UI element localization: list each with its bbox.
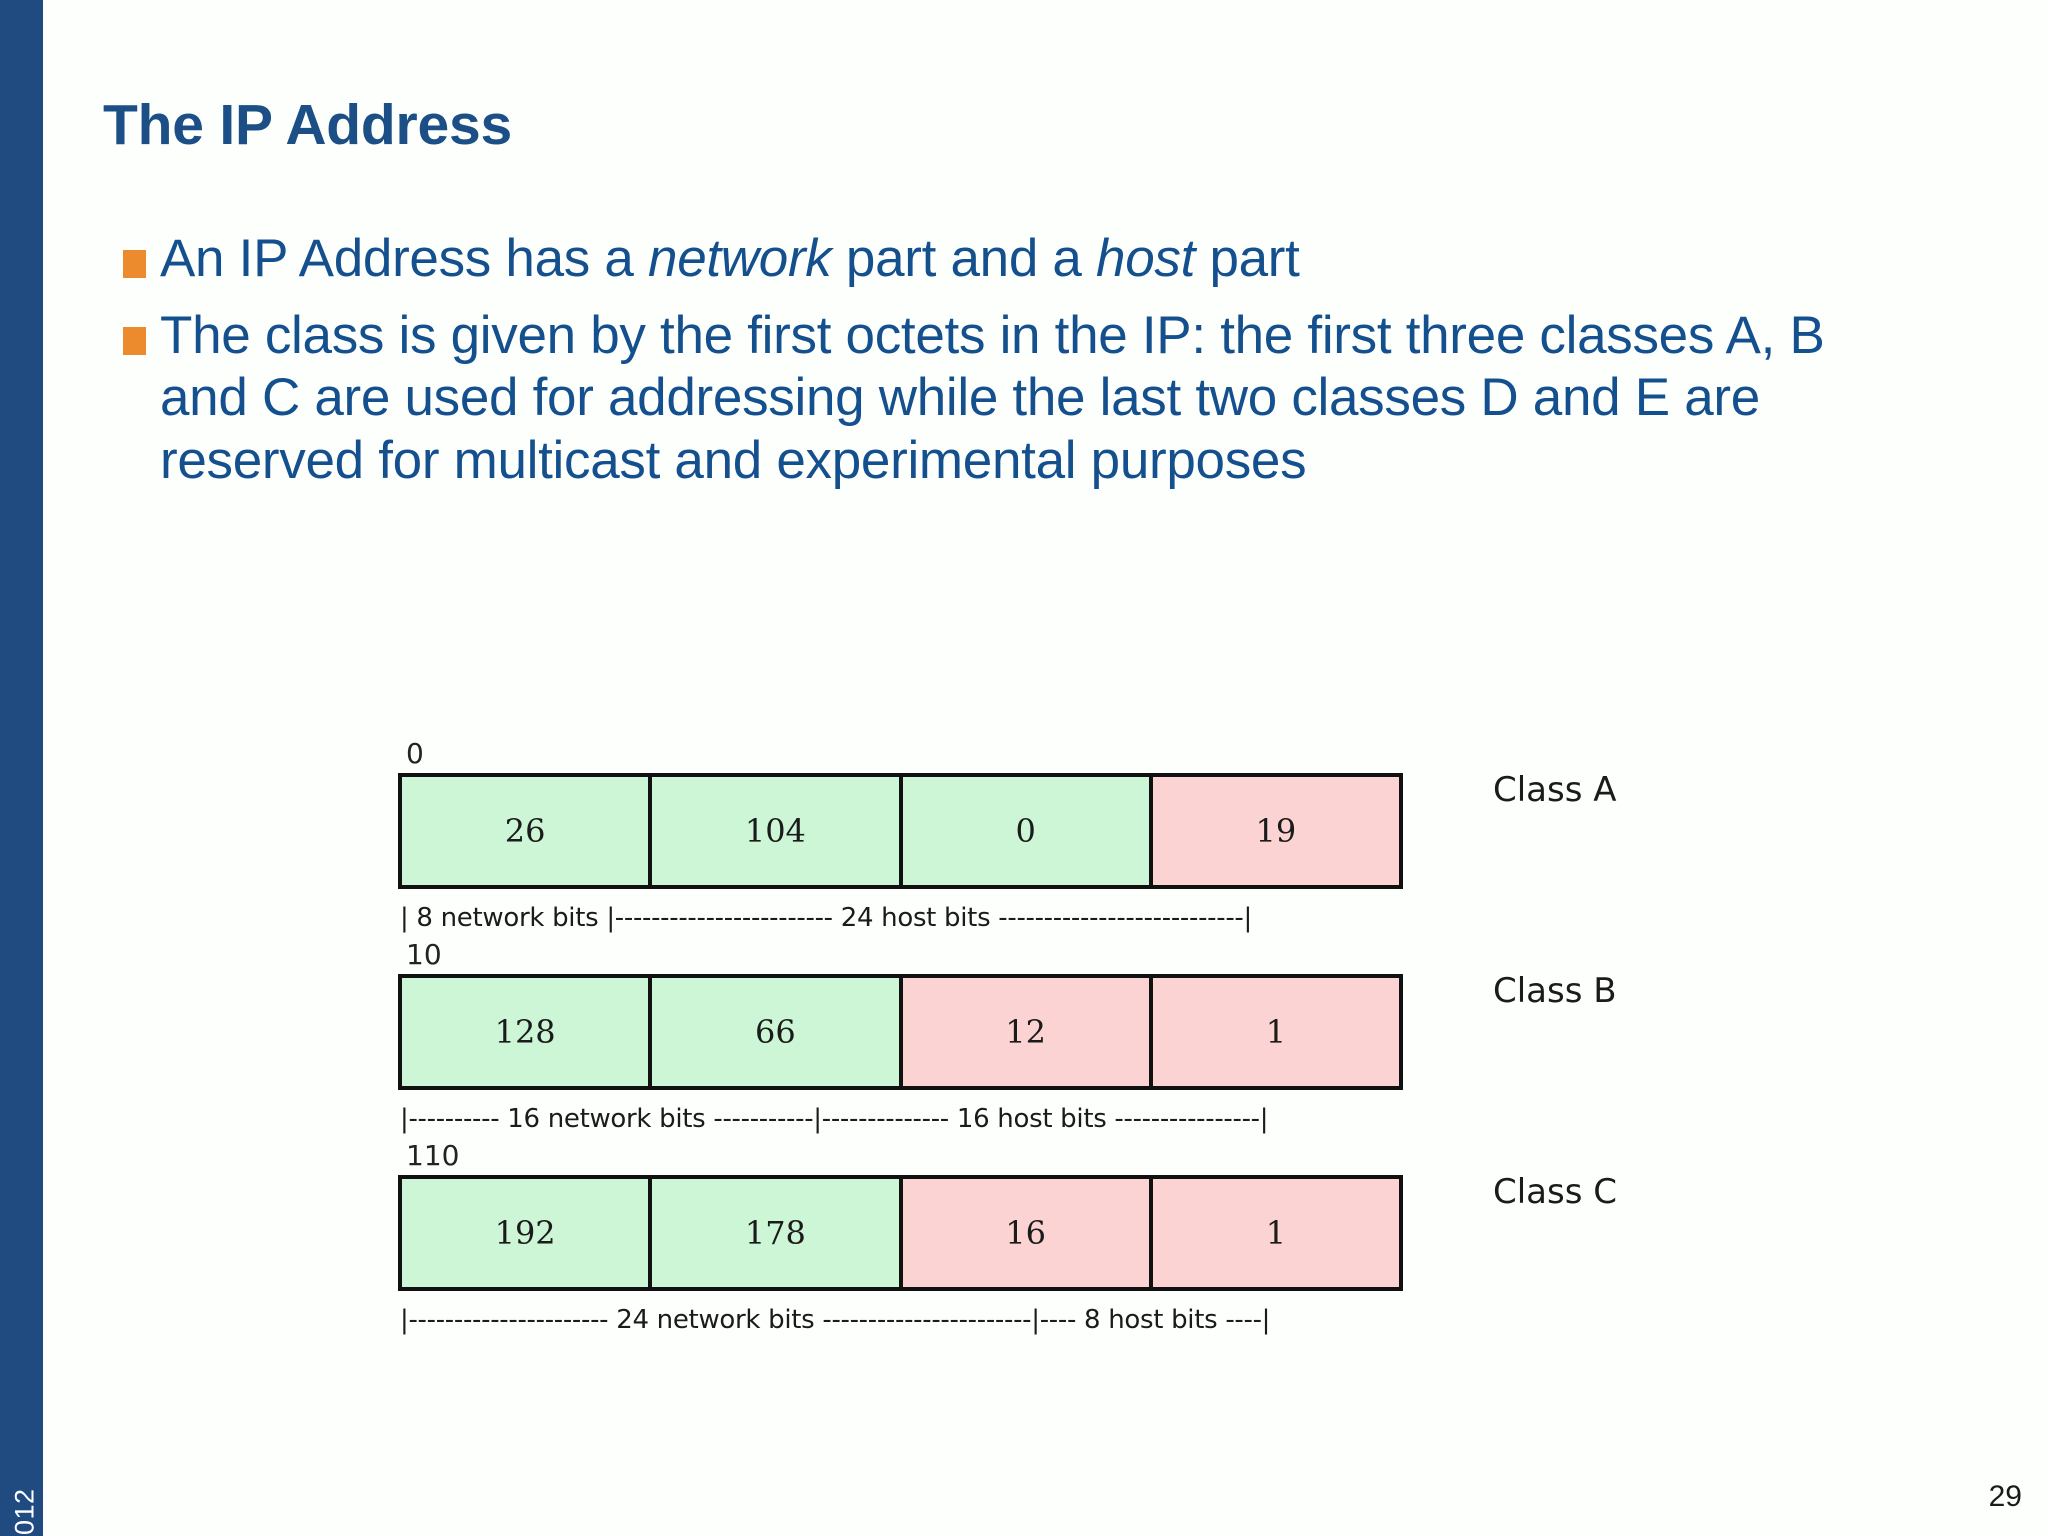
class-prefix-bits: 110 <box>406 1139 460 1172</box>
class-prefix-bits: 10 <box>406 938 442 971</box>
network-octet-cell: 26 <box>402 777 653 885</box>
bullet-text-segment: part <box>1195 229 1300 288</box>
host-octet-cell: 1 <box>1152 1179 1399 1287</box>
bullet-list: An IP Address has a network part and a h… <box>103 228 1893 506</box>
class-name-label: Class A <box>1493 770 1617 810</box>
bit-span-annotation: | 8 network bits |----------------------… <box>400 903 1252 933</box>
bullet-text-segment: An IP Address has a <box>160 229 649 288</box>
bullet-item: An IP Address has a network part and a h… <box>103 228 1893 291</box>
bullet-text: An IP Address has a network part and a h… <box>160 228 1893 291</box>
page-number: 29 <box>1988 1480 2022 1513</box>
host-octet-cell: 16 <box>902 1179 1153 1287</box>
network-octet-cell: 66 <box>652 978 903 1086</box>
host-octet-cell: 12 <box>902 978 1153 1086</box>
host-octet-cell: 1 <box>1152 978 1399 1086</box>
page-title: The IP Address <box>103 93 513 157</box>
class-name-label: Class B <box>1493 971 1617 1011</box>
bit-span-annotation: |---------------------- 24 network bits … <box>400 1305 1271 1335</box>
bullet-square-icon <box>123 326 146 355</box>
network-octet-cell: 192 <box>402 1179 653 1287</box>
network-octet-cell: 0 <box>902 777 1153 885</box>
bullet-text-segment: The class is given by the first octets i… <box>160 305 1825 490</box>
bit-span-annotation: |---------- 16 network bits -----------|… <box>400 1104 1269 1134</box>
emphasized-term: network <box>648 229 832 288</box>
network-octet-cell: 128 <box>402 978 653 1086</box>
bullet-square-icon <box>123 250 146 278</box>
bullet-text-segment: part and a <box>831 229 1097 288</box>
bullet-text: The class is given by the first octets i… <box>160 305 1893 493</box>
network-octet-cell: 104 <box>652 777 903 885</box>
emphasized-term: host <box>1096 229 1196 288</box>
host-octet-cell: 19 <box>1152 777 1399 885</box>
copyright-notice: © Luxoft Training 2012 <box>4 1242 47 1536</box>
class-prefix-bits: 0 <box>406 737 424 770</box>
bullet-item: The class is given by the first octets i… <box>103 305 1893 493</box>
network-octet-cell: 178 <box>652 1179 903 1287</box>
left-accent-rail: © Luxoft Training 2012 <box>0 0 43 1536</box>
class-name-label: Class C <box>1493 1172 1617 1212</box>
